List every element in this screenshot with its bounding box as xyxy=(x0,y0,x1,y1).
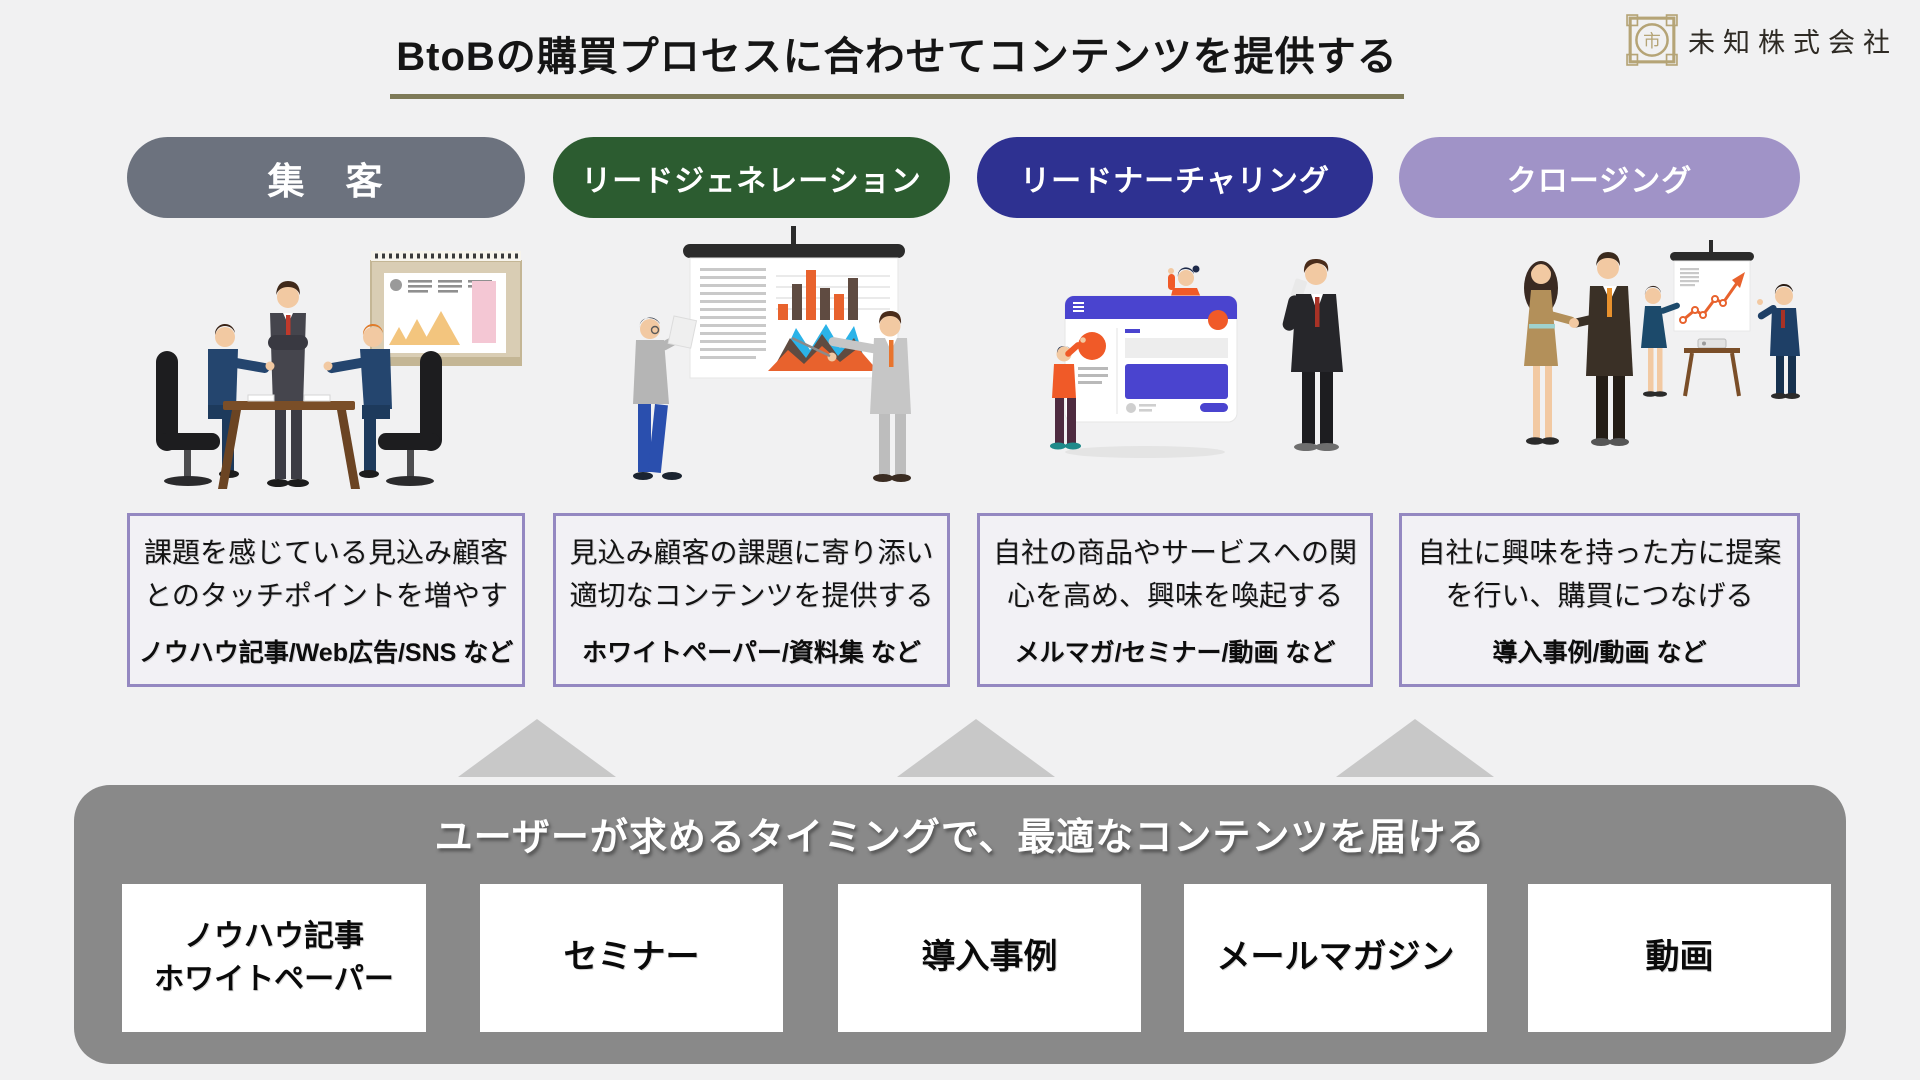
leaning-person xyxy=(1168,265,1214,307)
stage-pill-label: リードジェネレーション xyxy=(581,164,922,198)
meeting-table xyxy=(218,394,360,489)
stage-pill-label: リードナーチャリング xyxy=(1020,164,1330,198)
avatar-circle xyxy=(1208,310,1228,330)
content-item-seminar: セミナー xyxy=(480,884,783,1032)
content-item-knowhow-whitepaper: ノウハウ記事 ホワイトペーパー xyxy=(122,884,426,1032)
office-chair-left xyxy=(156,351,220,486)
stage-info-box-attraction: 課題を感じている見込み顧客 とのタッチポイントを増やす ノウハウ記事/Web広告… xyxy=(127,513,525,687)
projector-table xyxy=(1683,338,1741,397)
menu-icon xyxy=(1073,302,1084,312)
chart-presentation-illustration xyxy=(633,226,911,482)
content-item-label: メールマガジン xyxy=(1216,938,1455,977)
stage-pill-closing: クロージング xyxy=(1399,137,1800,218)
stage-description: 課題を感じている見込み顧客 とのタッチポイントを増やす xyxy=(143,536,508,611)
up-arrow-triangle xyxy=(458,719,616,777)
stage-examples: メルマガ/セミナー/動画 など xyxy=(1014,639,1336,668)
content-item-video: 動画 xyxy=(1528,884,1831,1032)
seated-person-right xyxy=(323,323,392,478)
content-item-label: 動画 xyxy=(1645,938,1714,977)
up-arrow-triangle xyxy=(1336,719,1494,777)
stage-examples: 導入事例/動画 など xyxy=(1492,639,1707,668)
office-chair-right xyxy=(378,351,442,486)
stage-examples: ノウハウ記事/Web広告/SNS など xyxy=(138,639,514,668)
stage-pill-lead-generation: リードジェネレーション xyxy=(553,137,950,218)
content-item-mail-magazine: メールマガジン xyxy=(1184,884,1487,1032)
stage-description: 自社の商品やサービスへの関 心を高め、興味を喚起する xyxy=(992,536,1357,611)
presenter-person xyxy=(791,311,911,482)
content-item-label: セミナー xyxy=(563,938,700,977)
stage-description: 見込み顧客の課題に寄り添い 適切なコンテンツを提供する xyxy=(569,536,934,611)
page-title: BtoBの購買プロセスに合わせてコンテンツを提供する xyxy=(390,24,1404,99)
stage-pill-label: 集 客 xyxy=(267,160,385,202)
up-arrow-triangle xyxy=(897,719,1055,777)
mountain-chart xyxy=(768,324,878,371)
pin-board xyxy=(370,251,522,366)
handshake-man xyxy=(1569,252,1633,446)
stage-examples: ホワイトペーパー/資料集 など xyxy=(582,639,921,668)
content-item-case-study: 導入事例 xyxy=(838,884,1141,1032)
presenter-woman xyxy=(1641,285,1680,397)
ground-shadow xyxy=(1065,446,1225,458)
content-item-label: ノウハウ記事 ホワイトペーパー xyxy=(154,919,394,997)
stage-info-box-closing: 自社に興味を持った方に提案 を行い、購買につなげる 導入事例/動画 など xyxy=(1399,513,1800,687)
stage-pill-attraction: 集 客 xyxy=(127,137,525,218)
content-item-label: 導入事例 xyxy=(921,938,1058,977)
company-seal-icon: 市 xyxy=(1626,14,1678,66)
businessman-phone xyxy=(1282,258,1343,451)
handshake-deal-illustration xyxy=(1524,240,1800,446)
standing-manager xyxy=(267,281,309,487)
handshake-woman xyxy=(1524,261,1576,445)
company-logo: 市 未知株式会社 xyxy=(1626,14,1898,66)
stage-description: 自社に興味を持った方に提案 を行い、購買につなげる xyxy=(1417,536,1782,611)
seated-person-left xyxy=(208,323,275,478)
band-heading: ユーザーが求めるタイミングで、最適なコンテンツを届ける xyxy=(434,817,1486,859)
projection-screen xyxy=(683,226,905,379)
page-title-wrap: BtoBの購買プロセスに合わせてコンテンツを提供する xyxy=(0,24,1794,99)
svg-text:市: 市 xyxy=(1643,31,1661,51)
stage-pill-label: クロージング xyxy=(1506,164,1693,198)
growth-screen xyxy=(1670,240,1754,332)
pointing-person xyxy=(1050,337,1086,450)
stage-pill-lead-nurturing: リードナーチャリング xyxy=(977,137,1373,218)
bar-chart xyxy=(778,270,858,320)
website-engagement-illustration xyxy=(1050,258,1343,458)
company-name: 未知株式会社 xyxy=(1688,27,1898,58)
reader-person xyxy=(633,315,698,480)
browser-window xyxy=(1064,295,1238,423)
audience-man xyxy=(1757,283,1800,399)
business-meeting-illustration xyxy=(156,251,522,489)
stage-info-box-lead-generation: 見込み顧客の課題に寄り添い 適切なコンテンツを提供する ホワイトペーパー/資料集… xyxy=(553,513,950,687)
stage-info-box-lead-nurturing: 自社の商品やサービスへの関 心を高め、興味を喚起する メルマガ/セミナー/動画 … xyxy=(977,513,1373,687)
